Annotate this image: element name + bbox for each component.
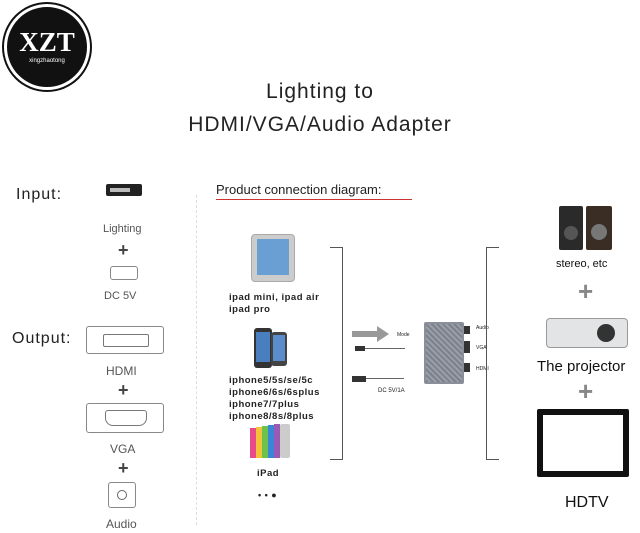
- output-bracket: [486, 247, 499, 460]
- input-label: Input:: [16, 186, 63, 203]
- iphone-image: [254, 328, 272, 368]
- projector-label: The projector: [537, 358, 626, 375]
- speaker-icon: [559, 206, 583, 250]
- adapter-mode-label: Mode: [397, 332, 410, 338]
- ipad-image: [251, 234, 295, 282]
- arrow-icon: [352, 331, 378, 337]
- hdtv-icon: [537, 409, 629, 477]
- ipad-models-line-1: ipad mini, ipad air: [229, 292, 320, 303]
- lightning-connector-icon: [106, 184, 142, 196]
- dc-port-icon: [110, 266, 138, 280]
- hdmi-jack: [464, 363, 470, 372]
- diagram-title: Product connection diagram:: [216, 182, 382, 197]
- dc-label: DC 5V: [104, 290, 137, 302]
- iphone-models-line-4: iphone8/8s/8plus: [229, 411, 315, 422]
- audio-label: Audio: [106, 517, 137, 531]
- logo-brand-text: XZT: [19, 27, 75, 57]
- plus-sign: +: [118, 240, 129, 260]
- iphone-image: [271, 332, 287, 366]
- ipad-label: iPad: [257, 468, 280, 479]
- iphone-models-line-2: iphone6/6s/6splus: [229, 387, 320, 398]
- arrow-head-icon: [377, 326, 389, 342]
- power-label: DC 5V/1A: [378, 388, 405, 394]
- device-bracket: [330, 247, 343, 460]
- plus-sign: +: [118, 380, 129, 400]
- audio-port-label: Audio: [476, 325, 489, 331]
- plus-sign: +: [118, 458, 129, 478]
- title-line-2: HDMI/VGA/Audio Adapter: [188, 113, 452, 136]
- cable: [366, 378, 404, 379]
- vga-jack: [464, 341, 470, 353]
- adapter-image: [424, 322, 464, 384]
- more-indicator: • • ●: [258, 490, 278, 500]
- logo-sub-text: xingzhaotong: [29, 58, 65, 64]
- plus-sign: +: [578, 376, 594, 406]
- projector-icon: [546, 318, 628, 348]
- vga-port-label: VGA: [476, 345, 487, 351]
- stereo-label: stereo, etc: [556, 258, 608, 270]
- hdmi-label: HDMI: [106, 364, 137, 378]
- lightning-plug-icon: [355, 346, 365, 351]
- ipod-image: [250, 424, 292, 460]
- vga-label: VGA: [110, 442, 136, 456]
- vga-port-icon: [86, 403, 164, 433]
- hdtv-label: HDTV: [565, 494, 609, 511]
- audio-port-icon: [108, 482, 136, 508]
- speaker-icon: [586, 206, 612, 250]
- brand-logo: XZT xingzhaotong: [4, 4, 90, 90]
- iphone-models-line-3: iphone7/7plus: [229, 399, 300, 410]
- output-label: Output:: [12, 330, 72, 347]
- audio-jack: [464, 326, 470, 334]
- ipad-models-line-2: ipad pro: [229, 304, 271, 315]
- iphone-models-line-1: iphone5/5s/se/5c: [229, 375, 314, 386]
- lighting-label: Lighting: [103, 223, 142, 235]
- plus-sign: +: [578, 276, 594, 306]
- divider: [196, 195, 197, 525]
- diagram-title-underline: [216, 199, 412, 200]
- hdmi-port-icon: [86, 326, 164, 354]
- hdmi-port-label: HDMI: [476, 366, 489, 372]
- title-line-1: Lighting to: [266, 80, 374, 103]
- usb-plug-icon: [352, 376, 366, 382]
- cable: [365, 348, 405, 349]
